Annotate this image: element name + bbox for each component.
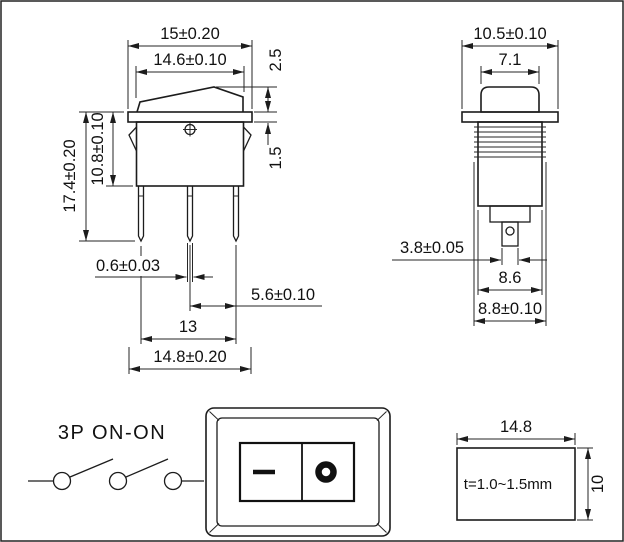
dim-front-body-height-label: 10.8±0.10 [89,112,107,185]
schematic-label: 3P ON-ON [58,422,166,444]
terminal-pin-left [137,186,145,243]
dim-front-total-height-label: 17.4±0.20 [61,139,79,212]
dim-front-top-width: 15±0.20 [127,25,253,109]
dim-front-pin-thickness: 0.6±0.03 [95,243,213,282]
side-terminal [501,221,519,247]
schematic-lever-2 [125,458,169,478]
dim-front-pin-span-label: 13 [179,318,197,336]
side-body [477,121,543,207]
dim-side-body-width: 8.6 [477,210,543,295]
dim-front-pin-thickness-label: 0.6±0.03 [96,257,160,275]
dim-side-rocker-width-label: 7.1 [499,51,522,69]
terminal-hole [505,226,515,236]
cutout-thickness-label: t=1.0~1.5mm [464,476,552,493]
dim-front-rocker-width-label: 14.6±0.10 [153,51,226,69]
dim-side-terminal-width: 3.8±0.05 [392,239,547,265]
dim-front-bezel-height: 1.5 [254,121,285,170]
side-step [489,205,531,223]
terminal-pin-right [232,186,240,243]
dim-front-bottom-width-label: 14.8±0.20 [153,348,226,366]
snap-clip-right [242,126,252,152]
dim-front-rocker-height: 2.5 [216,49,285,113]
dim-front-body-height: 10.8±0.10 [79,111,133,187]
rocker-actuator [136,86,244,113]
dim-front-top-width-label: 15±0.20 [160,25,220,43]
dim-side-rocker-width: 7.1 [480,51,540,84]
dim-front-rocker-width: 14.6±0.10 [135,51,245,98]
side-ribs [474,126,546,158]
dim-cutout-width: 14.8 [456,418,576,445]
dim-side-top-width: 10.5±0.10 [461,25,559,109]
snap-clip-left [128,126,138,152]
dim-side-flange-width: 8.8±0.10 [473,162,547,326]
switch-body [135,121,245,187]
rocker-opening [238,441,356,503]
dim-cutout-width-label: 14.8 [500,418,532,436]
side-view [461,86,559,247]
dim-front-total-height: 17.4±0.20 [61,112,135,242]
switch-face-view [205,407,391,537]
dim-side-terminal-width-label: 3.8±0.05 [400,239,464,257]
face-inner-frame [216,417,380,527]
bezel [127,111,253,123]
schematic-terminal-2 [108,471,128,491]
dim-front-bottom-width: 14.8±0.20 [128,347,252,374]
dim-front-rocker-height-label: 2.5 [267,49,285,72]
dim-front-pin-span: 13 [140,246,237,344]
terminal-pin-center [186,186,194,243]
panel-cutout: t=1.0~1.5mm 14.8 10 [456,418,607,521]
front-view [127,86,253,243]
dim-front-bezel-height-label: 1.5 [267,147,285,170]
side-flange [461,111,559,123]
dim-side-flange-width-label: 8.8±0.10 [478,300,542,318]
schematic-terminal-3 [163,471,183,491]
dim-side-body-width-label: 8.6 [499,269,522,287]
dim-front-pin-pitch-label: 5.6±0.10 [251,286,315,304]
dim-side-top-width-label: 10.5±0.10 [473,25,546,43]
dim-cutout-height: 10 [577,447,607,521]
face-outer-frame [205,407,391,537]
cutout-rect [456,447,576,521]
dim-front-pin-pitch: 5.6±0.10 [189,245,322,311]
circuit-schematic: 3P ON-ON [28,422,204,491]
schematic-terminal-1 [52,471,72,491]
off-symbol [315,461,337,483]
dim-cutout-height-label: 10 [589,475,607,493]
side-rocker-cap [480,86,540,113]
schematic-lever-1 [69,458,114,478]
center-mark [183,122,197,137]
